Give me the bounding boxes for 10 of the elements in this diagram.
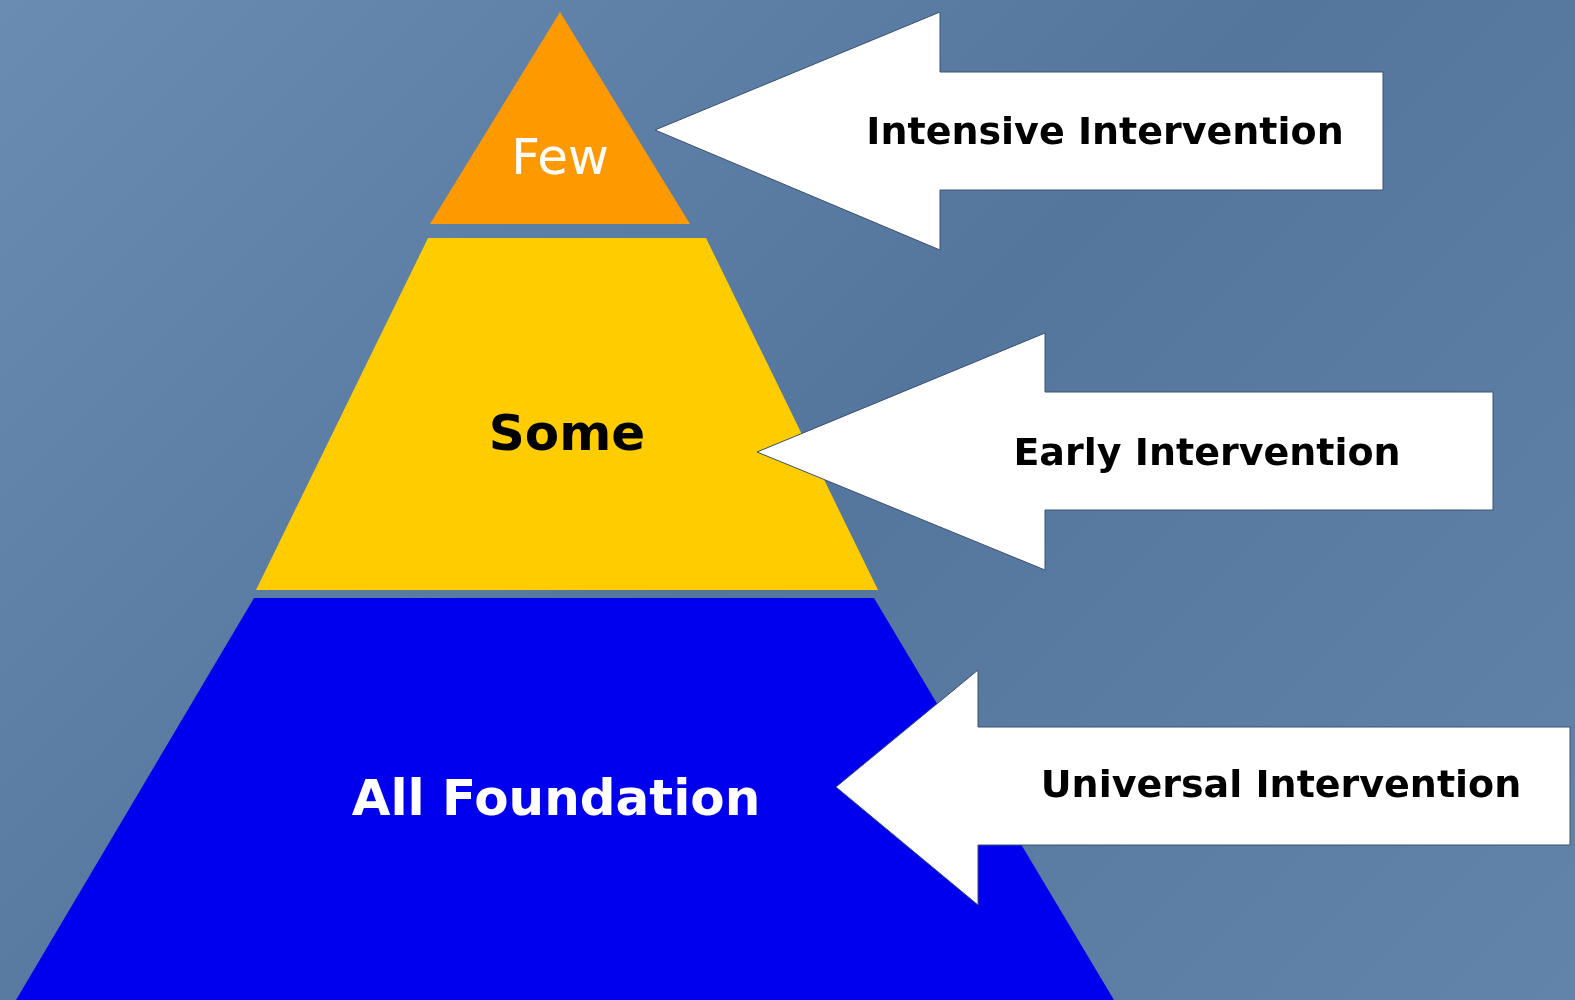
pyramid-tier <box>256 238 878 590</box>
pyramid-tier <box>430 12 690 224</box>
arrow-label: Early Intervention <box>1013 430 1401 476</box>
tier-label: All Foundation <box>351 768 761 828</box>
tier-label: Some <box>488 403 646 463</box>
tier-label: Few <box>511 127 609 187</box>
arrow-shape <box>757 333 1495 573</box>
arrow-label: Intensive Intervention <box>866 109 1344 155</box>
arrow-shape <box>655 12 1385 252</box>
arrow-label: Universal Intervention <box>1040 762 1522 808</box>
